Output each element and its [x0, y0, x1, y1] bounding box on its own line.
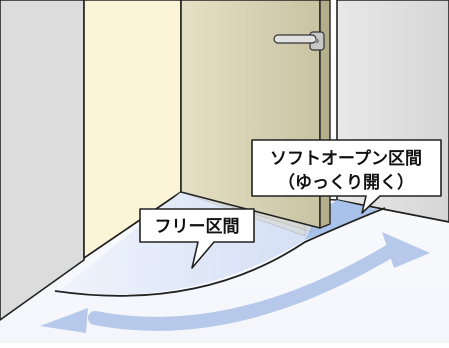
free-zone-callout-label: フリー区間 — [155, 217, 240, 237]
lever-door-handle-icon — [273, 31, 325, 51]
curved-swing-arrow-icon — [40, 232, 430, 333]
free-zone-callout: フリー区間 — [139, 208, 255, 269]
door-swing-arc — [54, 207, 386, 297]
soft-open-callout-line2: （ゆっくり開く） — [278, 172, 414, 193]
left-wall — [0, 0, 85, 321]
soft-open-callout-line1: ソフトオープン区間 — [270, 148, 422, 169]
soft-open-callout: ソフトオープン区間 （ゆっくり開く） — [251, 139, 442, 214]
